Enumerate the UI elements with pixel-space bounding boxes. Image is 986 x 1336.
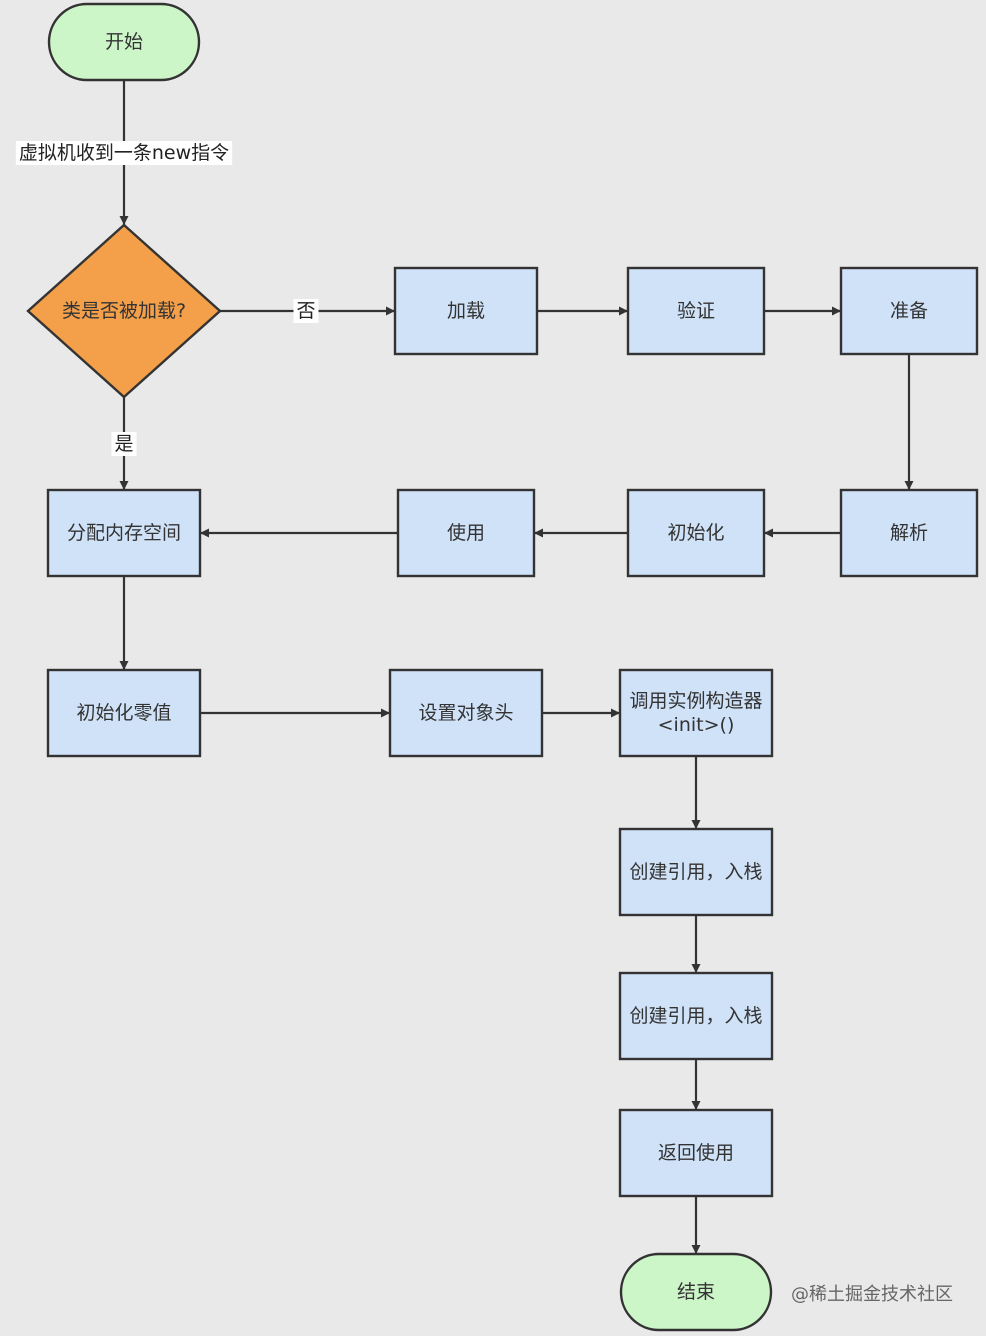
node-load: 加载 bbox=[393, 266, 539, 356]
edges-layer bbox=[119, 80, 914, 1254]
node-label-start: 开始 bbox=[105, 31, 143, 53]
process-shape bbox=[46, 488, 202, 578]
node-label-zero: 初始化零值 bbox=[76, 702, 171, 724]
node-label-use: 使用 bbox=[447, 522, 485, 544]
process-shape bbox=[626, 266, 766, 356]
process-shape bbox=[839, 266, 979, 356]
edge-label-background bbox=[15, 141, 233, 165]
node-initialize: 初始化 bbox=[626, 488, 766, 578]
process-shape bbox=[388, 668, 544, 758]
process-shape bbox=[618, 971, 774, 1061]
node-label-load: 加载 bbox=[447, 300, 485, 322]
node-end: 结束 bbox=[619, 1252, 773, 1332]
node-label-ref1: 创建引用，入栈 bbox=[629, 861, 762, 883]
node-resolve: 解析 bbox=[839, 488, 979, 578]
node-verify: 验证 bbox=[626, 266, 766, 356]
node-ctor: 调用实例构造器<init>() bbox=[618, 668, 774, 758]
node-label-resolve: 解析 bbox=[890, 522, 928, 544]
node-label-check: 类是否被加载? bbox=[62, 300, 186, 322]
node-prepare: 准备 bbox=[839, 266, 979, 356]
node-ref2: 创建引用，入栈 bbox=[618, 971, 774, 1061]
node-alloc: 分配内存空间 bbox=[46, 488, 202, 578]
node-zero: 初始化零值 bbox=[46, 668, 202, 758]
edge-label-check-to-load: 否 bbox=[296, 300, 315, 322]
node-label-ref2: 创建引用，入栈 bbox=[629, 1005, 762, 1027]
node-ref1: 创建引用，入栈 bbox=[618, 827, 774, 917]
edge-label-group: 是 bbox=[111, 432, 137, 456]
edge-label-group: 否 bbox=[293, 299, 319, 323]
process-shape bbox=[618, 827, 774, 917]
edge-label-group: 虚拟机收到一条new指令 bbox=[15, 141, 233, 165]
node-check: 类是否被加载? bbox=[26, 223, 222, 399]
process-shape bbox=[618, 668, 774, 758]
process-shape bbox=[618, 1108, 774, 1198]
decision-shape bbox=[26, 223, 222, 399]
edge-label-background bbox=[293, 299, 319, 323]
terminal-shape bbox=[47, 2, 201, 82]
node-label-ctor: 调用实例构造器<init>() bbox=[629, 690, 762, 736]
node-label-initialize: 初始化 bbox=[667, 522, 724, 544]
terminal-shape bbox=[619, 1252, 773, 1332]
process-shape bbox=[393, 266, 539, 356]
process-shape bbox=[839, 488, 979, 578]
edge-label-start-to-check: 虚拟机收到一条new指令 bbox=[19, 142, 229, 164]
process-shape bbox=[396, 488, 536, 578]
node-use: 使用 bbox=[396, 488, 536, 578]
node-label-prepare: 准备 bbox=[890, 300, 928, 322]
process-shape bbox=[46, 668, 202, 758]
node-label-alloc: 分配内存空间 bbox=[67, 522, 181, 544]
edge-label-check-to-alloc: 是 bbox=[114, 433, 133, 455]
node-label-header: 设置对象头 bbox=[418, 702, 513, 724]
node-header: 设置对象头 bbox=[388, 668, 544, 758]
watermark-text: @稀土掘金技术社区 bbox=[791, 1284, 953, 1305]
node-start: 开始 bbox=[47, 2, 201, 82]
process-shape bbox=[626, 488, 766, 578]
edge-label-background bbox=[111, 432, 137, 456]
node-label-end: 结束 bbox=[677, 1281, 715, 1303]
node-label-ret: 返回使用 bbox=[658, 1142, 734, 1164]
node-label-verify: 验证 bbox=[677, 300, 715, 322]
node-ret: 返回使用 bbox=[618, 1108, 774, 1198]
